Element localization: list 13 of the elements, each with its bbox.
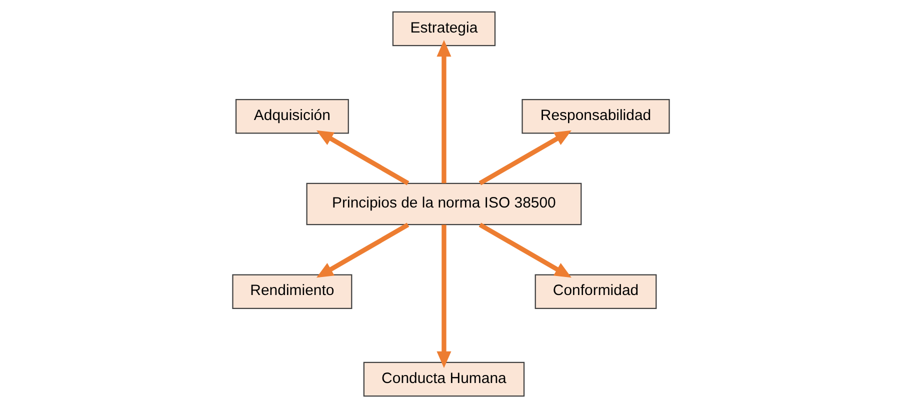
arrow <box>478 222 572 278</box>
node-box: Rendimiento <box>232 274 352 310</box>
arrow <box>436 224 452 368</box>
node-box: Conformidad <box>534 274 657 310</box>
arrow <box>436 40 452 184</box>
node-box: Estrategia <box>392 11 496 46</box>
arrow <box>316 130 410 186</box>
arrow <box>478 130 572 186</box>
node-box: Principios de la norma ISO 38500 <box>306 182 582 226</box>
node-box: Conducta Humana <box>363 362 525 397</box>
node-box: Adquisición <box>235 98 349 134</box>
arrow <box>316 222 410 278</box>
node-box: Responsabilidad <box>522 98 670 134</box>
